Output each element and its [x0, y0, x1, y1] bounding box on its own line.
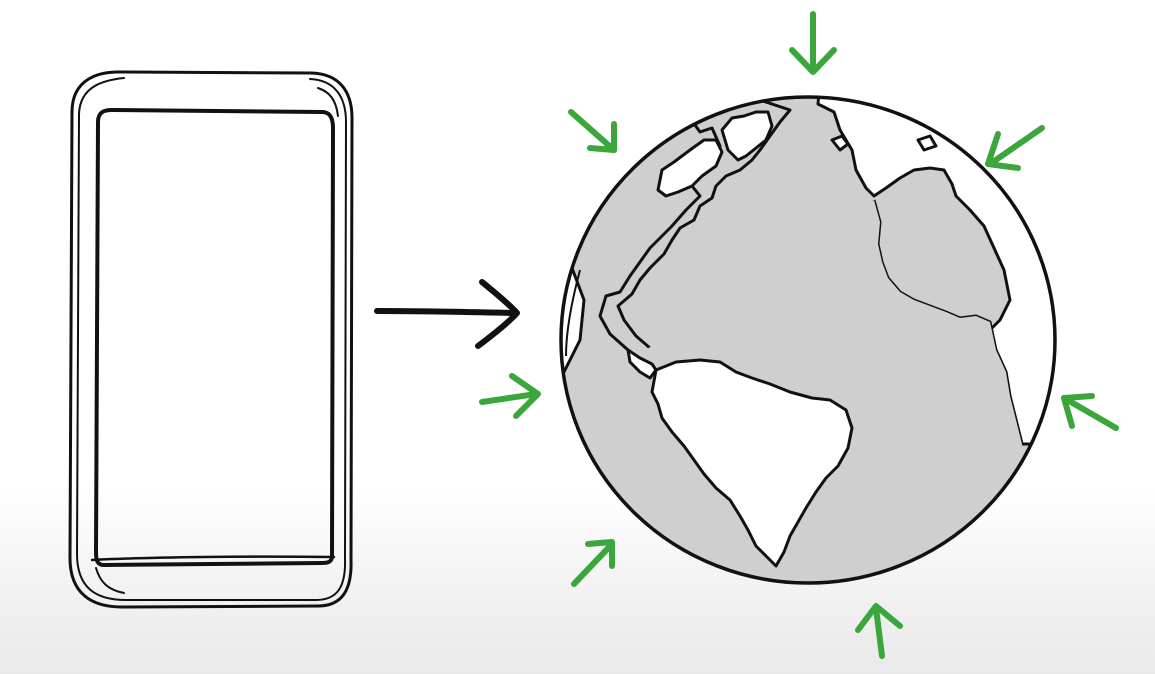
inward-arrow-icon — [792, 14, 834, 72]
phone-screen — [96, 110, 333, 565]
inward-arrow-icon — [858, 606, 900, 656]
phone-outer-body-sketch — [77, 78, 346, 600]
phone-corner-sketch — [96, 568, 124, 593]
inward-arrow-icon — [571, 112, 614, 150]
inward-arrow-icon — [988, 128, 1042, 168]
arrow-shaft — [377, 311, 515, 313]
inward-arrow-icon — [574, 542, 612, 584]
phone-screen-bottom-line — [92, 557, 334, 560]
inward-arrow-icon — [482, 376, 538, 416]
phone-outer-body — [70, 72, 352, 607]
phone-drawing — [70, 72, 352, 607]
inward-arrow-icon — [1064, 396, 1116, 428]
arrow-right-icon — [377, 282, 517, 346]
